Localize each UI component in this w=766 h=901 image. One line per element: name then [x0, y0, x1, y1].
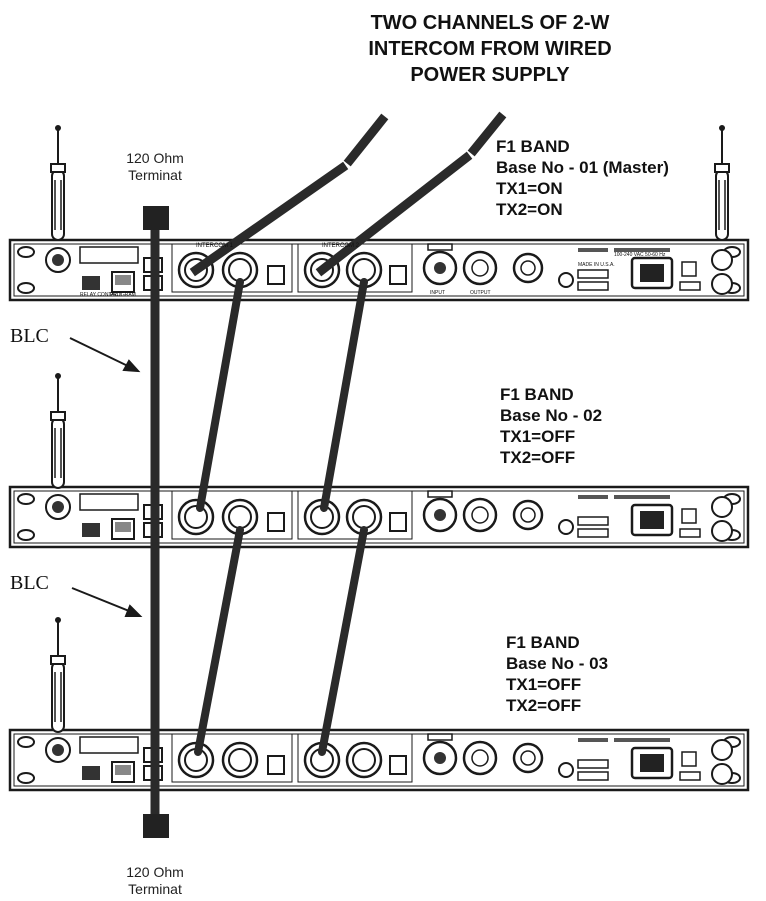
blc-label-1: BLC — [10, 325, 49, 348]
base-config-02: F1 BAND Base No - 02 TX1=OFF TX2=OFF — [500, 384, 602, 468]
terminator-bottom-line2: Terminat — [85, 881, 225, 898]
base-03-number: Base No - 03 — [506, 653, 608, 674]
panel-label-output: OUTPUT — [470, 290, 491, 296]
terminator-top-line2: Terminat — [85, 167, 225, 184]
base-unit-02 — [10, 487, 748, 547]
blc-label-2: BLC — [10, 572, 49, 595]
panel-label-voltage: 100-240 VAC 50-60 Hz — [614, 252, 665, 258]
title-line-1: TWO CHANNELS OF 2-W — [250, 12, 730, 35]
terminator-top-label: 120 Ohm Terminat — [85, 150, 225, 184]
terminator-top-block — [143, 206, 169, 230]
blc-arrow-icon — [72, 588, 140, 616]
panel-label-program: PROGRAM — [110, 292, 136, 298]
base-01-band: F1 BAND — [496, 136, 669, 157]
base-01-tx1: TX1=ON — [496, 178, 669, 199]
antenna-icon — [51, 125, 65, 240]
base-02-tx2: TX2=OFF — [500, 447, 602, 468]
base-unit-03 — [10, 730, 748, 790]
base-03-tx2: TX2=OFF — [506, 695, 608, 716]
base-02-band: F1 BAND — [500, 384, 602, 405]
base-02-tx1: TX1=OFF — [500, 426, 602, 447]
terminator-bottom-line1: 120 Ohm — [85, 864, 225, 881]
base-config-03: F1 BAND Base No - 03 TX1=OFF TX2=OFF — [506, 632, 608, 716]
base-01-tx2: TX2=ON — [496, 199, 669, 220]
antenna-icon — [51, 373, 65, 488]
terminator-bottom-block — [143, 814, 169, 838]
panel-label-made-in: MADE IN U.S.A. — [578, 262, 615, 268]
panel-label-input: INPUT — [430, 290, 445, 296]
base-unit-01 — [10, 240, 748, 300]
base-03-tx1: TX1=OFF — [506, 674, 608, 695]
base-config-01: F1 BAND Base No - 01 (Master) TX1=ON TX2… — [496, 136, 669, 220]
terminator-bottom-label: 120 Ohm Terminat — [85, 864, 225, 898]
blc-arrow-icon — [70, 338, 138, 371]
base-02-number: Base No - 02 — [500, 405, 602, 426]
panel-label-intercom-1: INTERCOM 1 — [196, 243, 233, 249]
title-line-2: INTERCOM FROM WIRED — [250, 38, 730, 61]
panel-label-intercom-2: INTERCOM 2 — [322, 243, 359, 249]
antenna-icon — [715, 125, 729, 240]
terminator-top-line1: 120 Ohm — [85, 150, 225, 167]
base-03-band: F1 BAND — [506, 632, 608, 653]
title-line-3: POWER SUPPLY — [250, 64, 730, 87]
base-01-number: Base No - 01 (Master) — [496, 157, 669, 178]
antenna-icon — [51, 617, 65, 732]
